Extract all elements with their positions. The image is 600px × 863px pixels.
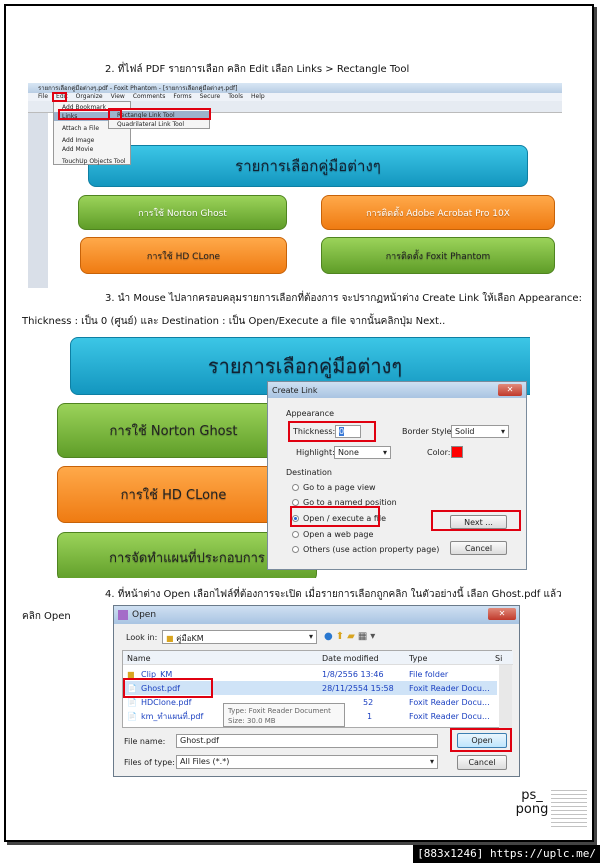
button-hd-clone: การใช้ HD CLone [57, 466, 290, 523]
menu-file[interactable]: File [38, 93, 49, 100]
button-norton-ghost: การใช้ Norton Ghost [78, 195, 287, 230]
files-of-type-label: Files of type: [124, 758, 175, 767]
option-web-page[interactable]: Open a web page [292, 528, 373, 540]
step-4-line1: 4. ที่หน้าต่าง Open เลือกไฟล์ที่ต้องการจ… [105, 589, 562, 600]
highlight-thickness [288, 421, 376, 442]
menu-tools[interactable]: Tools [228, 93, 244, 100]
option-page-view[interactable]: Go to a page view [292, 481, 376, 493]
close-button[interactable]: ✕ [498, 384, 522, 396]
dialog-title: Open [132, 610, 157, 620]
dialog-title: Create Link [268, 382, 526, 398]
cancel-button[interactable]: Cancel [457, 755, 507, 770]
menu-help[interactable]: Help [251, 93, 265, 100]
highlight-label: Highlight: [296, 448, 335, 457]
look-in-select[interactable]: ■ คู่มือKM▾ [162, 630, 317, 644]
file-name-input[interactable]: Ghost.pdf [176, 734, 438, 748]
folder-icon: ■ [166, 634, 174, 643]
highlight-open [450, 728, 512, 752]
signature-details [551, 787, 587, 827]
close-button[interactable]: ✕ [488, 608, 516, 620]
destination-label: Destination [286, 468, 332, 477]
highlight-rectangle-tool [108, 108, 211, 120]
edit-menu: Add Bookmark Links Attach a File Add Ima… [53, 101, 131, 165]
menu-item-add-movie[interactable]: Add Movie [62, 146, 94, 153]
col-date[interactable]: Date modified [322, 654, 379, 663]
menu-edit[interactable]: Edit [56, 93, 68, 100]
window-title: รายการเลือกคู่มือต่างๆ.pdf - Foxit Phant… [28, 83, 562, 93]
highlight-links [58, 109, 122, 120]
option-others[interactable]: Others (use action property page) [292, 543, 439, 555]
menu-view[interactable]: View [110, 93, 125, 100]
color-label: Color: [427, 448, 451, 457]
page-frame [4, 4, 594, 842]
menu-item-touchup[interactable]: TouchUp Objects Tool [62, 158, 126, 165]
file-name-label: File name: [124, 737, 166, 746]
cancel-button[interactable]: Cancel [450, 541, 507, 555]
highlight-select[interactable]: None ▾ [334, 446, 391, 459]
appearance-label: Appearance [286, 409, 335, 418]
button-norton-ghost: การใช้ Norton Ghost [57, 403, 290, 458]
menu-item-rectangle-link-tool[interactable]: Rectangle Link Tool [109, 111, 209, 120]
col-name[interactable]: Name [127, 654, 151, 663]
open-dialog: Open ✕ Look in: ■ คู่มือKM▾ ●⬆▰▦▾ Name D… [113, 605, 520, 777]
column-headers: Name Date modified Type Si [123, 651, 513, 665]
thickness-spinner[interactable]: 0 [335, 425, 361, 438]
highlight-edit [52, 92, 67, 102]
scrollbar[interactable] [499, 665, 512, 728]
menu-forms[interactable]: Forms [173, 93, 192, 100]
foxit-icon [118, 610, 128, 620]
signature-name: ps_ pong [515, 788, 549, 817]
menu-secure[interactable]: Secure [199, 93, 221, 100]
digital-signature: ps_ pong [515, 785, 590, 830]
border-style-label: Border Style: [402, 427, 455, 436]
menu-item-links[interactable]: Links [54, 112, 130, 121]
open-button[interactable]: Open [457, 733, 507, 748]
create-link-dialog: Create Link ✕ Appearance Thickness: 0 Bo… [267, 381, 527, 570]
button-adobe-acrobat: การติดตั้ง Adobe Acrobat Pro 10X [321, 195, 555, 230]
color-swatch[interactable] [451, 446, 463, 458]
menu-item-quadrilateral-link-tool[interactable]: Quadrilateral Link Tool [117, 121, 185, 128]
step-3-line2: Thickness : เป็น 0 (ศูนย์) และ Destinati… [22, 316, 446, 327]
menu-item-add-image[interactable]: Add Image [62, 137, 95, 144]
files-of-type-select[interactable]: All Files (*.*)▾ [176, 755, 438, 769]
col-size[interactable]: Si [495, 654, 503, 663]
border-style-select[interactable]: Solid ▾ [451, 425, 509, 438]
button-hd-clone: การใช้ HD CLone [80, 237, 287, 274]
button-foxit-phantom: การติดตั้ง Foxit Phantom [321, 237, 555, 274]
step-3-line1: 3. นำ Mouse ไปลากครอบคลุมรายการเลือกที่ต… [105, 293, 582, 304]
look-in-label: Look in: [126, 633, 158, 642]
header-button: รายการเลือกคู่มือต่างๆ [88, 145, 528, 187]
nav-icons[interactable]: ●⬆▰▦▾ [324, 631, 379, 642]
option-open-execute-file[interactable]: Open / execute a file [292, 512, 386, 524]
step-2-text: 2. ที่ไฟล์ PDF รายการเลือก คลิก Edit เลื… [105, 64, 410, 75]
menu-item-add-bookmark[interactable]: Add Bookmark [62, 104, 106, 111]
menu-comments[interactable]: Comments [132, 93, 166, 100]
highlight-ghost [123, 678, 213, 698]
col-type[interactable]: Type [409, 654, 428, 663]
next-button[interactable]: Next ... [450, 515, 507, 529]
menu-organize[interactable]: Organize [75, 93, 103, 100]
screenshot-foxit-edit-menu: รายการเลือกคู่มือต่างๆ.pdf - Foxit Phant… [28, 83, 562, 288]
step-4-line2: คลิก Open [22, 611, 71, 622]
menu-item-attach-file[interactable]: Attach a File [62, 125, 100, 132]
highlight-next [431, 510, 521, 531]
highlight-open-file [290, 506, 380, 527]
menu-bar: File Edit Organize View Comments Forms Secure T… [28, 93, 562, 101]
footer-watermark: [883x1246] https://uplc.me/ [413, 845, 600, 863]
option-named-position[interactable]: Go to a named position [292, 496, 397, 508]
side-panel [28, 113, 48, 288]
thickness-label: Thickness: [293, 427, 336, 436]
